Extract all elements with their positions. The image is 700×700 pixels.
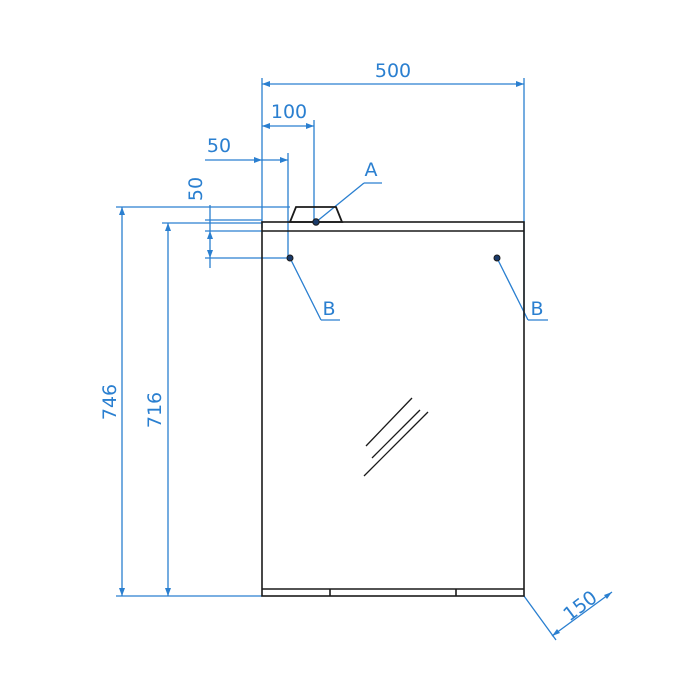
dimension-texts: 500 100 50 50 746 716 150 A B B: [99, 60, 601, 626]
arrow-50v-bottom: [207, 250, 213, 258]
dim-716-text: 716: [144, 392, 166, 428]
points: [286, 218, 501, 262]
leader-b-right: [496, 257, 529, 321]
arrow-500-left: [262, 81, 270, 87]
label-a: A: [365, 159, 378, 181]
dim-746-text: 746: [99, 384, 121, 420]
label-b-left: B: [322, 298, 335, 320]
cabinet-outline: [261, 206, 525, 597]
point-b-right-dot: [493, 254, 501, 262]
arrow-716-top: [165, 223, 171, 231]
arrow-746-bottom: [119, 588, 125, 596]
arrow-50h-left: [254, 157, 262, 163]
arrow-100-right: [306, 123, 314, 129]
dim-50v-text: 50: [185, 177, 207, 201]
mirror-glare-3: [363, 411, 429, 477]
dim-150-line: [551, 591, 613, 637]
point-a-dot: [312, 218, 320, 226]
cabinet-body: [261, 221, 525, 597]
dim-150-ext-1: [523, 595, 557, 641]
dim-150-text: 150: [559, 587, 601, 626]
dim-500-text: 500: [375, 60, 411, 82]
mirror-glare-1: [365, 397, 413, 447]
arrow-50v-top: [207, 231, 213, 239]
mirror-glare-2: [371, 409, 421, 459]
label-b-right: B: [530, 298, 543, 320]
arrow-150-b: [604, 592, 612, 599]
dimension-arrows: [119, 81, 612, 636]
arrow-716-bottom: [165, 588, 171, 596]
arrow-50h-right: [280, 157, 288, 163]
arrow-500-right: [516, 81, 524, 87]
arrow-100-left: [262, 123, 270, 129]
lamp-shape: [288, 206, 344, 223]
leader-a: [315, 182, 365, 223]
arrow-150-a: [552, 629, 560, 636]
point-b-left-dot: [286, 254, 294, 262]
leader-b-left: [289, 257, 322, 321]
arrow-746-top: [119, 207, 125, 215]
dimension-lines: [116, 78, 613, 641]
dim-100-text: 100: [271, 101, 307, 123]
dim-50h-text: 50: [207, 135, 231, 157]
